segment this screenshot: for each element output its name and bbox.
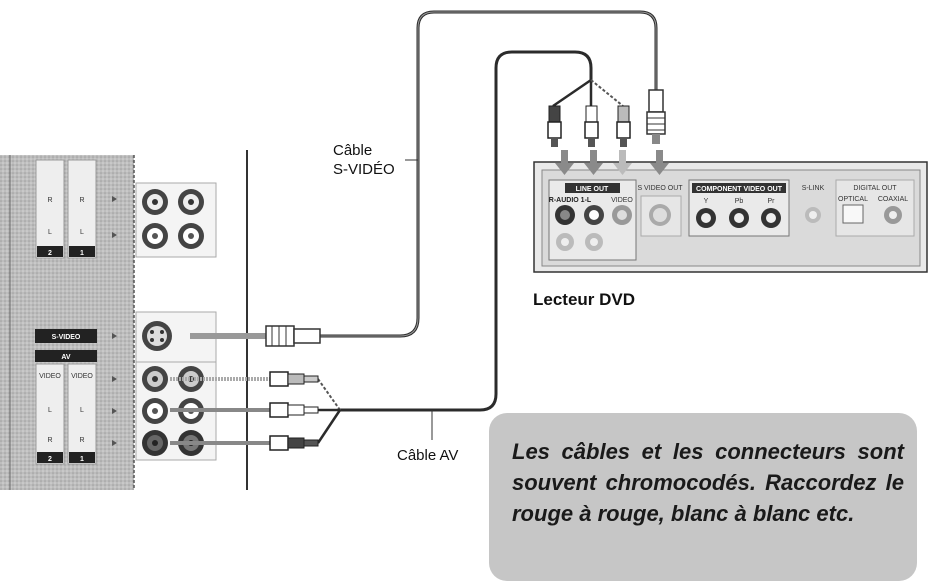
dvd-back-panel: LINE OUT R-AUDIO 1-L VIDEO S VIDEO OUT C…	[533, 161, 928, 273]
tv-av-row-video-1: VIDEO	[71, 373, 93, 380]
dvd-component-pb-jack	[729, 208, 749, 228]
tv-top-row-l-1: L	[80, 229, 84, 236]
dvd-component-pb-label: Pb	[735, 198, 744, 205]
dvd-optical-port	[842, 204, 864, 224]
dvd-coaxial-label: COAXIAL	[878, 196, 908, 203]
tv-svideo-tag: S-VIDEO	[52, 334, 81, 341]
tv-top-row-r-2: R	[47, 197, 52, 204]
av-cable	[170, 50, 631, 451]
tv-top-row-r-1: R	[79, 197, 84, 204]
av-cable-label: Câble AV	[397, 447, 459, 464]
dvd-audio-sublabel: R-AUDIO 1-L	[549, 197, 592, 204]
svideo-cable-label-line2: S-VIDÉO	[333, 161, 395, 178]
dvd-component-y-jack	[696, 208, 716, 228]
dvd-slink-label: S-LINK	[802, 185, 825, 192]
rca-plug-dvd-red	[547, 105, 562, 147]
dvd-audio-l-jack	[584, 205, 604, 225]
dvd-insert-arrows	[555, 150, 669, 175]
tv-top-row-l-2: L	[48, 229, 52, 236]
tv-top-jack-l1	[178, 223, 204, 249]
tv-top-jack-l2	[142, 223, 168, 249]
dvd-slink-group: S-LINK	[802, 185, 825, 223]
dvd-video-sublabel: VIDEO	[611, 197, 633, 204]
dvd-component-y-label: Y	[704, 198, 709, 205]
dvd-line-out-label: LINE OUT	[576, 186, 609, 193]
tv-top-input-1-tag: 1	[80, 250, 84, 257]
rca-plug-tv-yellow	[170, 371, 319, 387]
rca-plug-dvd-yellow	[616, 105, 631, 147]
tv-av-input-1-tag: 1	[80, 456, 84, 463]
tv-av-row-r-2: R	[47, 437, 52, 444]
tv-av-jack-l2	[142, 398, 168, 424]
tv-av-row-l-2: L	[48, 407, 52, 414]
tv-top-jack-r1	[178, 189, 204, 215]
rca-plug-tv-red	[170, 435, 319, 451]
tv-av-jack-video2	[142, 366, 168, 392]
tv-back-panel: R R L L 2 1 S-VIDEO	[0, 150, 248, 490]
dvd-audio2-l-jack	[585, 233, 603, 251]
dvd-player-label: Lecteur DVD	[533, 290, 636, 309]
tv-av-jack-r2	[142, 430, 168, 456]
dvd-component-pr-jack	[761, 208, 781, 228]
dvd-svideo-out-group: S VIDEO OUT	[637, 185, 683, 237]
tv-top-input-2-tag: 2	[48, 250, 52, 257]
svideo-plug-dvd	[648, 89, 664, 113]
dvd-audio2-r-jack	[556, 233, 574, 251]
dvd-audio-r-jack	[555, 205, 575, 225]
tv-top-input-group: R R L L 2 1	[35, 159, 217, 259]
tv-av-row-r-1: R	[79, 437, 84, 444]
tv-av-input-2-tag: 2	[48, 456, 52, 463]
dvd-digital-out-group: DIGITAL OUT OPTICAL COAXIAL	[835, 179, 915, 237]
dvd-component-group: COMPONENT VIDEO OUT Y Pb Pr	[688, 179, 790, 237]
tv-av-tag: AV	[61, 354, 71, 361]
svideo-cable-tv-side	[190, 333, 266, 339]
svideo-plug-tv	[265, 325, 295, 347]
note-text: Les câbles et les connecteurs sont souve…	[512, 439, 904, 526]
dvd-line-out-group: LINE OUT R-AUDIO 1-L VIDEO	[548, 179, 637, 261]
dvd-component-label: COMPONENT VIDEO OUT	[696, 186, 783, 193]
dvd-digital-out-label: DIGITAL OUT	[853, 185, 897, 192]
tv-top-jack-r2	[142, 189, 168, 215]
dvd-video-jack	[612, 205, 632, 225]
dvd-svideo-out-label: S VIDEO OUT	[637, 185, 683, 192]
dvd-component-pr-label: Pr	[768, 198, 776, 205]
tv-av-row-video-2: VIDEO	[39, 373, 61, 380]
dvd-optical-label: OPTICAL	[838, 196, 868, 203]
tv-panel-texture	[0, 155, 134, 490]
tv-av-row-l-1: L	[80, 407, 84, 414]
svideo-cable	[190, 10, 666, 347]
rca-plug-dvd-white	[584, 105, 599, 147]
note-callout	[489, 413, 917, 581]
rca-plug-tv-white	[170, 402, 319, 418]
svideo-cable-label-line1: Câble	[333, 142, 373, 159]
